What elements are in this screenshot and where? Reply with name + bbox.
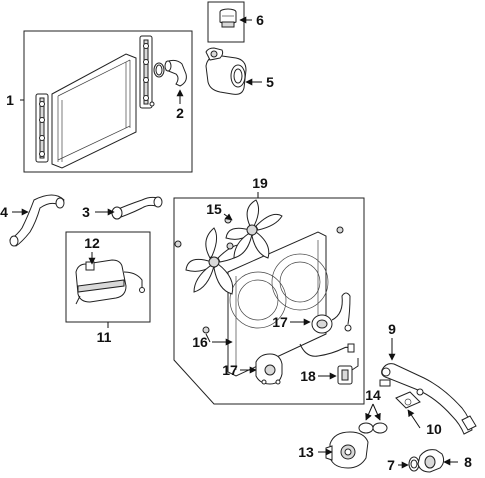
radiator-left-tank: [35, 93, 49, 163]
callout-9: 9: [388, 321, 396, 337]
part-7-gasket: [408, 456, 420, 472]
part-3-hose: [111, 196, 163, 220]
fan-harness: [299, 343, 355, 357]
fan-blade-right: [225, 199, 283, 259]
callout-10: 10: [426, 421, 442, 437]
callout-17-upper: 17: [272, 314, 288, 330]
part-2-elbow: [153, 59, 187, 87]
fan-resistor-18: [337, 358, 359, 385]
leader-lines: [12, 16, 458, 469]
callout-17-lower: 17: [222, 362, 238, 378]
fan-motor-upper: [311, 292, 352, 334]
part-6-cap: [207, 1, 245, 43]
part-14-orings: [358, 422, 388, 434]
callout-18: 18: [300, 368, 316, 384]
callout-4: 4: [0, 204, 8, 220]
fan-shroud: [227, 231, 329, 377]
fan-assembly-box: [173, 197, 365, 405]
callout-12: 12: [84, 235, 100, 251]
part-13-pump: [325, 431, 369, 469]
callout-14: 14: [365, 387, 381, 403]
reservoir-group: [65, 231, 151, 323]
callout-16: 16: [192, 334, 208, 350]
callout-2: 2: [176, 105, 184, 121]
fan-blade-left: [185, 227, 249, 295]
fan-motor-lower: [255, 353, 283, 385]
callout-15: 15: [206, 201, 222, 217]
callout-8: 8: [464, 454, 472, 470]
part-5-outlet: [205, 47, 247, 95]
radiator-group: [23, 30, 193, 173]
radiator-right-tank: [139, 35, 155, 109]
fan-assembly-group: [173, 197, 365, 405]
callout-11: 11: [97, 329, 112, 345]
callout-19: 19: [252, 175, 268, 191]
callout-6: 6: [256, 12, 264, 28]
callout-labels: 1 2 3 4 5 6 7 7 8 9 10 11 12 13 14 15 16…: [0, 12, 472, 473]
radiator-core: [51, 53, 137, 169]
callout-13: 13: [298, 444, 314, 460]
part-4-hose: [9, 194, 65, 247]
radiator-group-box: [23, 30, 193, 173]
callout-5: 5: [266, 74, 274, 90]
callout-3: 3: [82, 204, 90, 220]
part-10-gasket: [395, 391, 421, 409]
part-8-housing: [417, 449, 445, 473]
callout-1: 1: [6, 92, 14, 108]
part-9-pipe: [379, 363, 477, 435]
callout-7-lower: 7: [387, 457, 395, 473]
